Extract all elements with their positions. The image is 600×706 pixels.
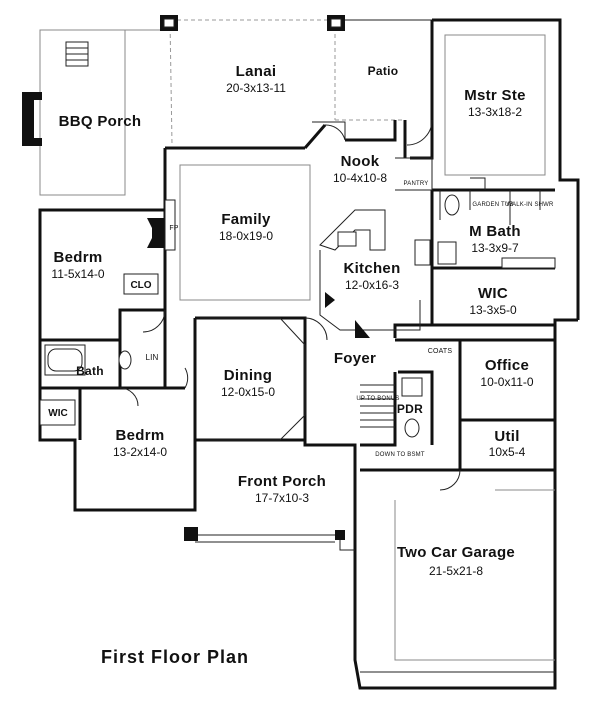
room-name-bedrm-2: Bedrm bbox=[115, 427, 164, 444]
room-name-lanai: Lanai bbox=[236, 63, 277, 80]
room-dims-family: 18-0x19-0 bbox=[219, 229, 273, 243]
vanity-icon bbox=[437, 241, 457, 265]
room-labels: Lanai 20-3x13-11 Patio Mstr Ste 13-3x18-… bbox=[51, 63, 533, 578]
bbq-fireplace-icon bbox=[22, 92, 42, 146]
toilet-icon bbox=[444, 194, 460, 216]
room-name-kitchen: Kitchen bbox=[343, 260, 400, 277]
room-name-foyer: Foyer bbox=[334, 350, 376, 367]
room-name-patio: Patio bbox=[368, 64, 399, 78]
garage-fixtures bbox=[360, 489, 555, 673]
room-name-dining: Dining bbox=[224, 367, 272, 384]
family-room-fixtures bbox=[147, 164, 311, 301]
label-clo: CLO bbox=[130, 280, 151, 291]
front-porch bbox=[184, 527, 355, 551]
fixture-labels: CLO LIN WIC FP PANTRY GARDEN TUB WALK-IN… bbox=[48, 181, 554, 458]
room-dims-mstr-ste: 13-3x18-2 bbox=[468, 105, 522, 119]
room-name-nook: Nook bbox=[341, 153, 380, 170]
bbq-porch-area bbox=[22, 29, 162, 196]
room-name-bedrm-1: Bedrm bbox=[53, 249, 102, 266]
dining-fixtures bbox=[200, 317, 306, 441]
label-up-to-bonus: UP TO BONUS bbox=[356, 396, 399, 402]
kitchen-fixtures bbox=[319, 157, 433, 338]
room-dims-dining: 12-0x15-0 bbox=[221, 385, 275, 399]
room-dims-nook: 10-4x10-8 bbox=[333, 171, 387, 185]
room-name-pdr: PDR bbox=[397, 402, 423, 416]
room-name-mstr-ste: Mstr Ste bbox=[464, 87, 526, 104]
room-dims-bedrm-2: 13-2x14-0 bbox=[113, 445, 167, 459]
toilet-icon bbox=[404, 418, 420, 438]
label-fp: FP bbox=[169, 225, 178, 232]
bath-fixtures bbox=[39, 344, 132, 426]
label-lin: LIN bbox=[145, 353, 158, 362]
room-dims-wic: 13-3x5-0 bbox=[469, 303, 517, 317]
room-name-m-bath: M Bath bbox=[469, 223, 521, 240]
room-name-family: Family bbox=[221, 211, 271, 228]
label-pantry: PANTRY bbox=[404, 181, 429, 187]
room-dims-front-porch: 17-7x10-3 bbox=[255, 491, 309, 505]
room-dims-lanai: 20-3x13-11 bbox=[226, 81, 286, 95]
room-dims-util: 10x5-4 bbox=[489, 445, 526, 459]
label-coats: COATS bbox=[428, 348, 453, 355]
room-name-garage: Two Car Garage bbox=[397, 544, 515, 561]
plan-title: First Floor Plan bbox=[101, 647, 249, 667]
stair-fixtures bbox=[360, 377, 423, 438]
room-dims-garage: 21-5x21-8 bbox=[429, 564, 483, 578]
lanai-area bbox=[160, 15, 432, 146]
room-name-wic: WIC bbox=[478, 285, 508, 302]
room-dims-office: 10-0x11-0 bbox=[480, 375, 533, 389]
room-dims-bedrm-1: 11-5x14-0 bbox=[51, 267, 104, 281]
range-icon bbox=[414, 239, 431, 266]
label-garden-tub: GARDEN TUB bbox=[472, 202, 513, 208]
label-walkin-shwr: WALK-IN SHWR bbox=[506, 202, 554, 208]
room-name-front-porch: Front Porch bbox=[238, 473, 326, 490]
label-down-to-bsmt: DOWN TO BSMT bbox=[375, 452, 425, 458]
toilet-icon bbox=[118, 350, 132, 370]
room-name-util: Util bbox=[494, 428, 519, 445]
sink-icon bbox=[337, 231, 357, 247]
fireplace-icon bbox=[147, 218, 166, 248]
door-swings bbox=[119, 119, 461, 491]
label-wic-bedroom: WIC bbox=[48, 408, 67, 419]
room-name-bath: Bath bbox=[76, 364, 104, 378]
master-suite-fixtures bbox=[437, 34, 556, 269]
room-dims-m-bath: 13-3x9-7 bbox=[471, 241, 519, 255]
room-name-office: Office bbox=[485, 357, 529, 374]
room-dims-kitchen: 12-0x16-3 bbox=[345, 278, 399, 292]
room-name-bbq-porch: BBQ Porch bbox=[59, 113, 142, 130]
